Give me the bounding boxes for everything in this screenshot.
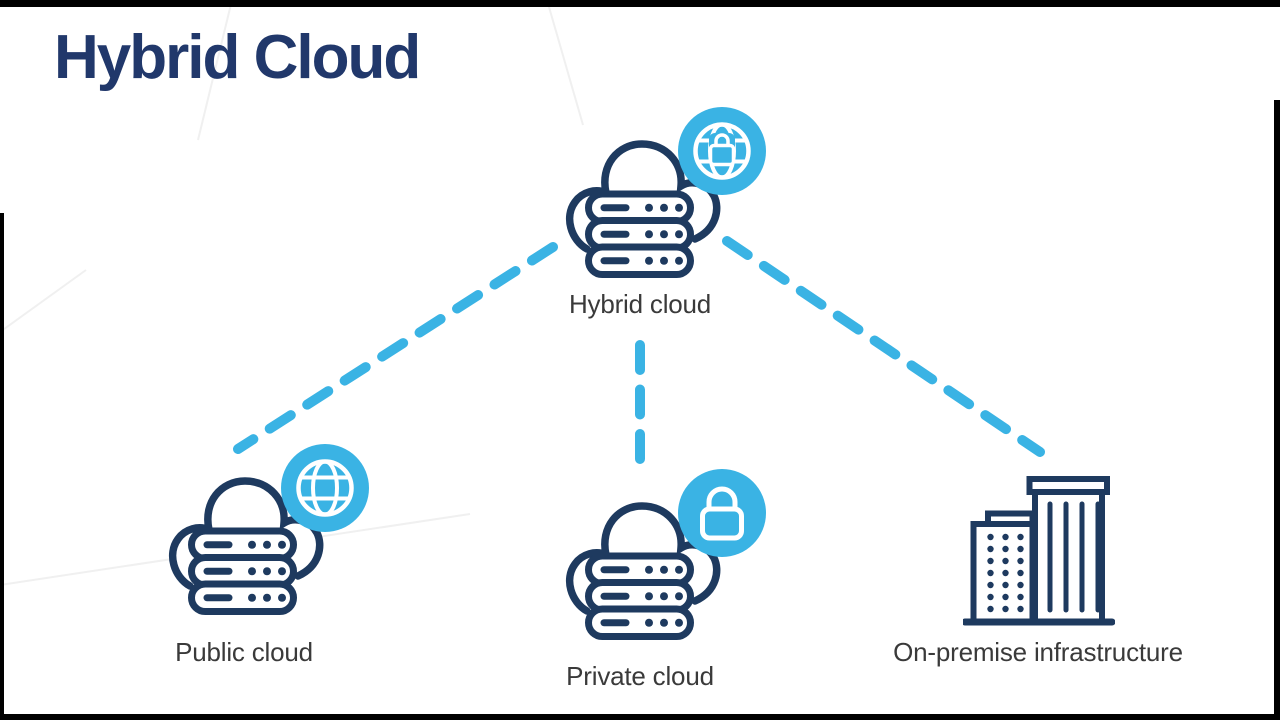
public-badge — [281, 444, 369, 532]
globe-icon — [296, 459, 354, 517]
lock-icon — [700, 486, 744, 541]
page-title: Hybrid Cloud — [54, 23, 421, 92]
node-label-private-cloud: Private cloud — [566, 661, 714, 691]
globe-lock-icon — [693, 122, 751, 180]
connection-hybrid-public — [233, 242, 558, 454]
cloud-servers-icon — [168, 477, 324, 615]
connection-hybrid-onpremise — [722, 236, 1045, 457]
letterbox-top — [0, 0, 1280, 7]
node-label-public-cloud: Public cloud — [175, 637, 313, 667]
cloud-servers-icon — [565, 140, 721, 278]
letterbox-bottom — [0, 714, 1280, 720]
node-label-hybrid-cloud: Hybrid cloud — [568, 289, 712, 319]
cloud-servers-icon — [565, 502, 721, 640]
hybrid-badge — [678, 107, 766, 195]
node-label-on-premise: On-premise infrastructure — [893, 637, 1183, 667]
buildings-icon — [963, 476, 1115, 626]
letterbox-right — [1274, 100, 1280, 720]
private-badge — [678, 469, 766, 557]
letterbox-left — [0, 213, 4, 720]
